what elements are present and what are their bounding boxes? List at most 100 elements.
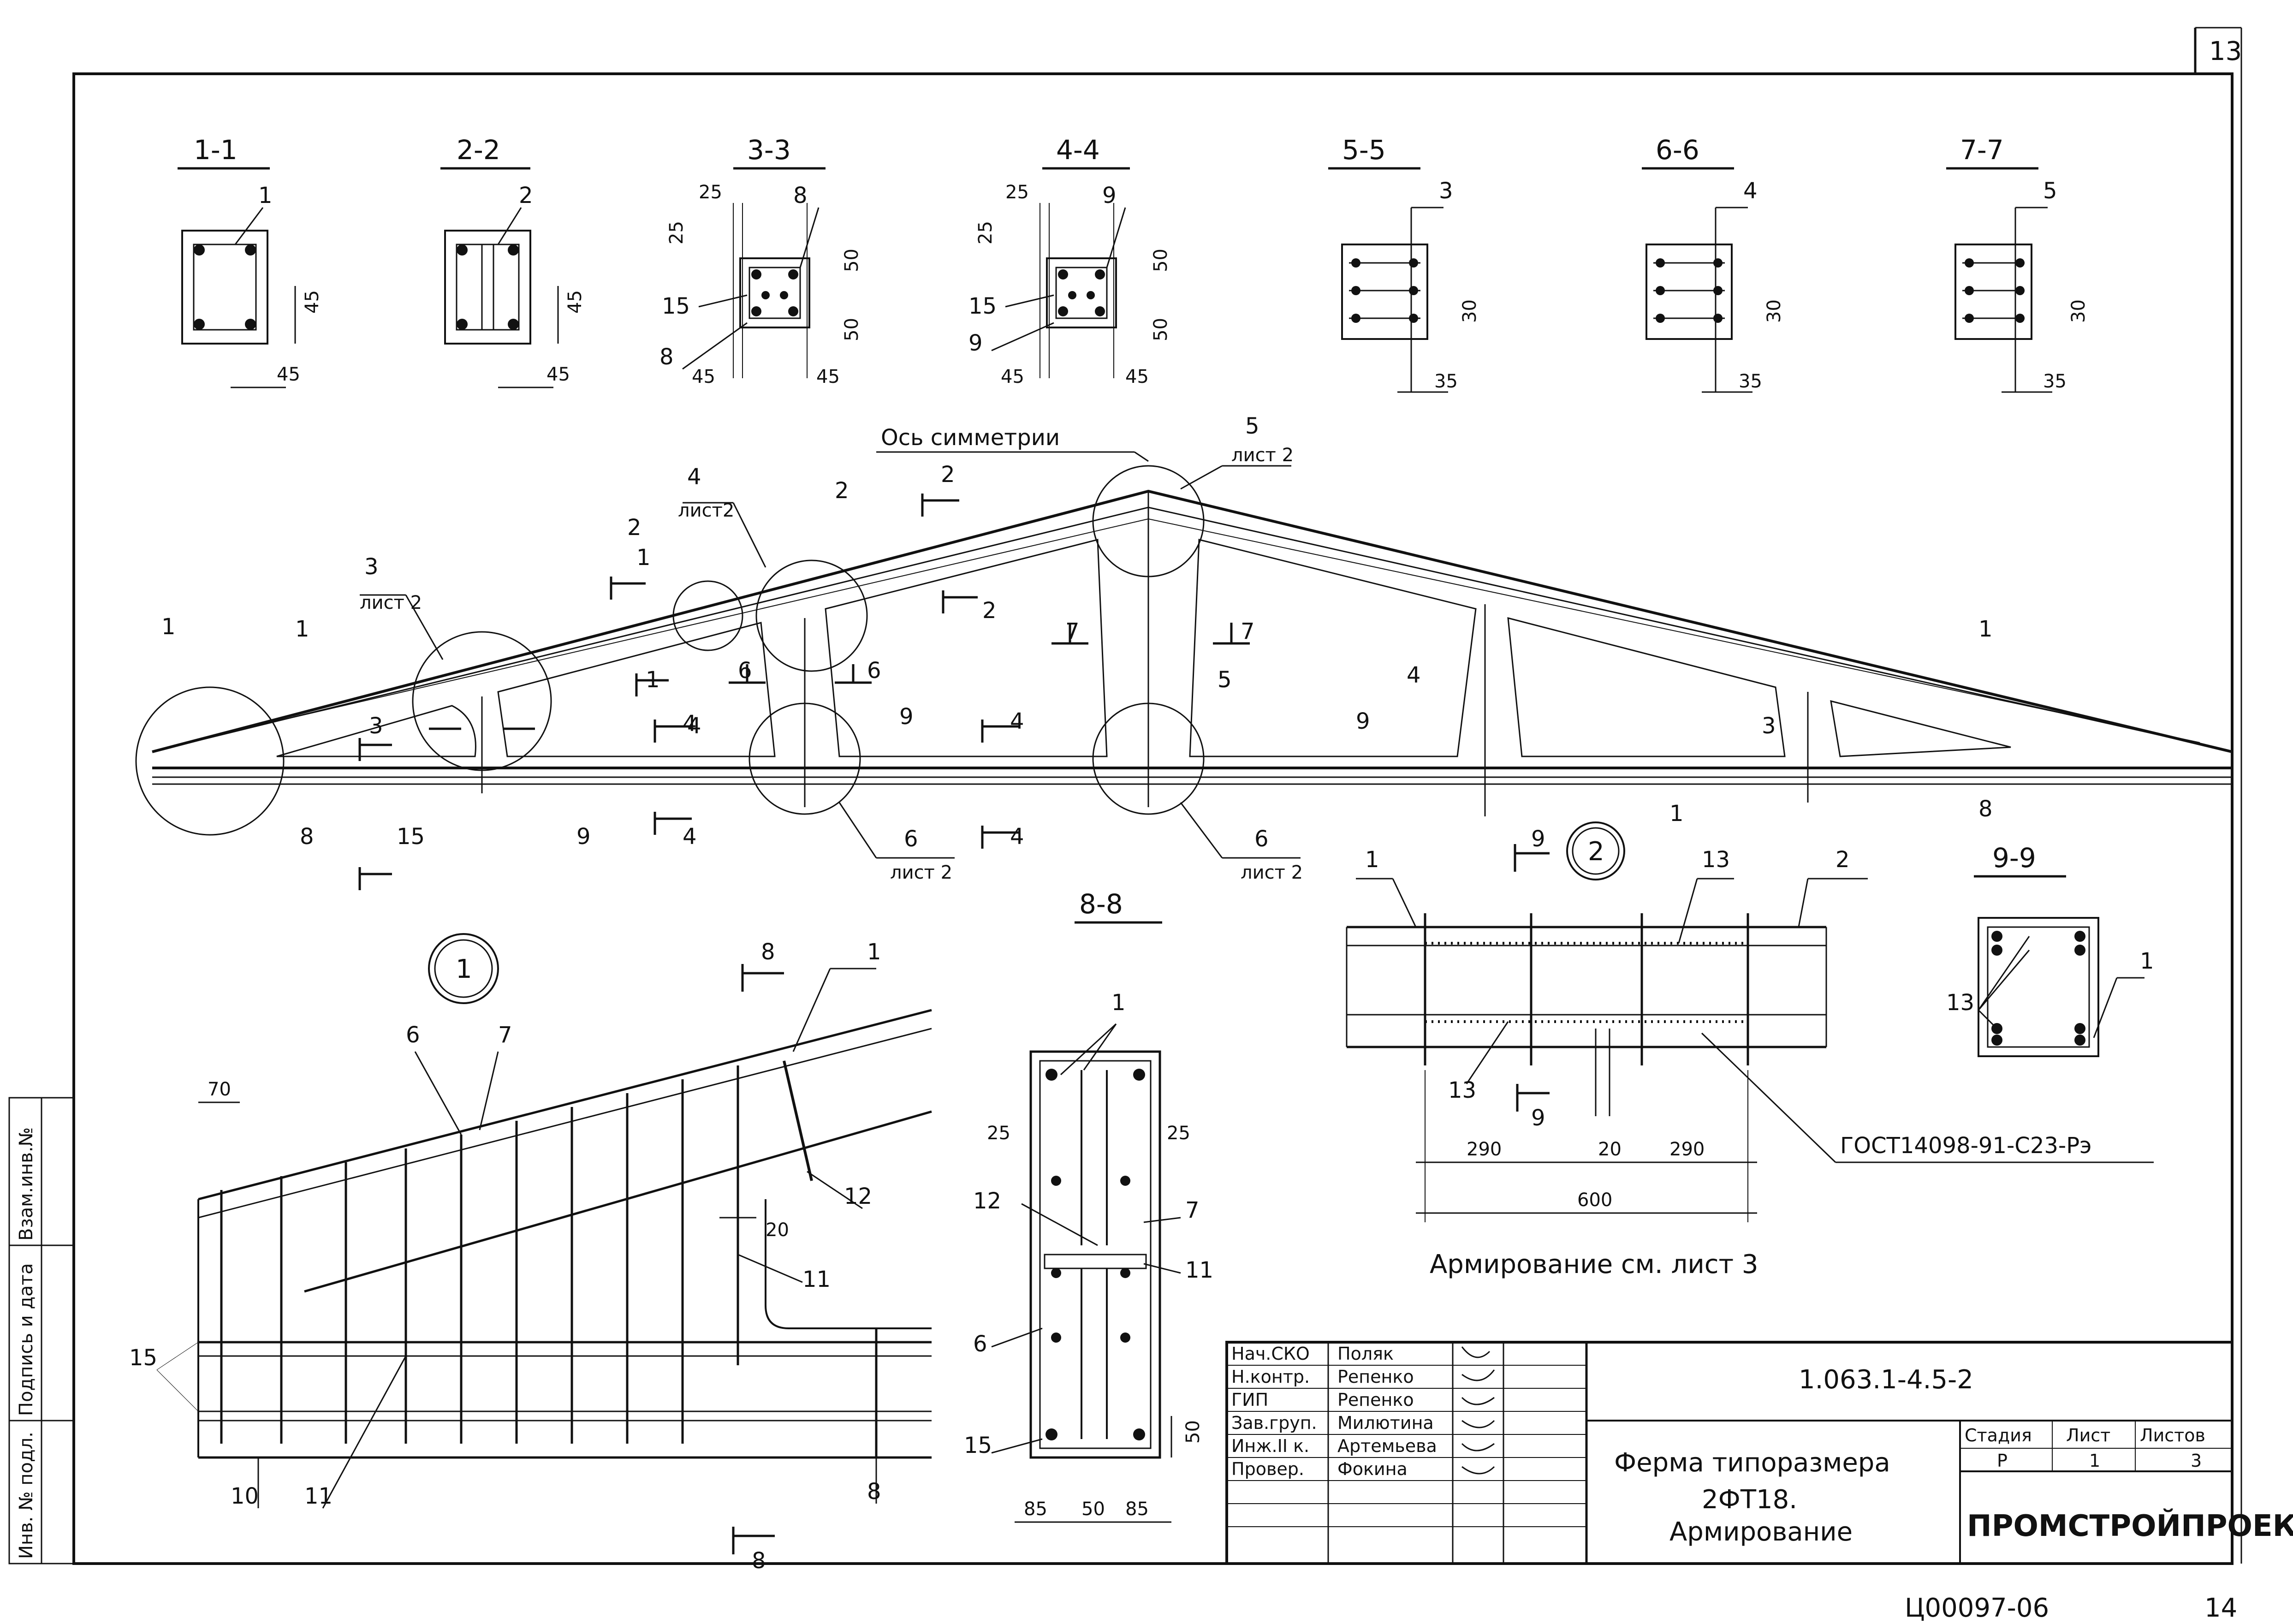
- section-6-6: 6-6 4 30 35: [1642, 134, 1785, 393]
- svg-text:9: 9: [899, 704, 914, 730]
- section-8-8-dim-25b: 25: [1167, 1123, 1190, 1144]
- section-9-9: [1974, 875, 2144, 1057]
- svg-text:4: 4: [683, 824, 697, 850]
- svg-text:9: 9: [1102, 183, 1117, 208]
- svg-text:2: 2: [835, 478, 849, 504]
- section-2-2: 2-2 2 45 45: [440, 134, 586, 388]
- detail-1-mark-1: 1: [867, 939, 881, 965]
- svg-text:4: 4: [687, 713, 701, 739]
- svg-text:4: 4: [1743, 178, 1758, 204]
- svg-text:Листов: Листов: [2140, 1425, 2205, 1446]
- detail-1: [156, 933, 932, 1554]
- svg-text:1: 1: [2089, 1451, 2100, 1471]
- svg-text:7: 7: [1065, 619, 1080, 644]
- svg-text:Репенко: Репенко: [1337, 1367, 1414, 1387]
- callout-6b-ref: лист 2: [1241, 862, 1303, 883]
- svg-text:2: 2: [627, 515, 642, 541]
- svg-text:35: 35: [1434, 371, 1458, 392]
- detail-2-mark-1: 1: [1365, 847, 1379, 873]
- detail-2-dim-290a: 290: [1467, 1139, 1502, 1160]
- section-8-8-mark-15: 15: [964, 1433, 992, 1458]
- svg-text:2: 2: [982, 598, 997, 624]
- svg-text:7-7: 7-7: [1960, 134, 2004, 166]
- detail-2-dim-600: 600: [1577, 1190, 1612, 1211]
- section-8-8-mark-11: 11: [1185, 1257, 1213, 1283]
- section-8-8-dim-85b: 85: [1125, 1499, 1149, 1520]
- svg-text:3: 3: [1439, 178, 1453, 204]
- svg-text:6: 6: [738, 658, 752, 684]
- svg-text:4: 4: [1407, 662, 1421, 688]
- detail-1-cut-top: 8: [761, 939, 775, 965]
- svg-text:50: 50: [841, 318, 862, 341]
- callout-6-ref: лист 2: [890, 862, 952, 883]
- archive-number: Ц00097-06: [1905, 1593, 2049, 1623]
- detail-1-mark-12: 12: [844, 1184, 872, 1209]
- svg-text:35: 35: [2043, 371, 2067, 392]
- svg-text:2-2: 2-2: [457, 134, 500, 166]
- section-9-9-mark-13: 13: [1946, 990, 1974, 1016]
- svg-text:45: 45: [1125, 366, 1149, 387]
- section-8-8-dim-50v: 50: [1182, 1420, 1204, 1444]
- detail-2-mark-2: 2: [1836, 847, 1850, 873]
- detail-1-dim-20: 20: [766, 1219, 789, 1241]
- reinforcement-note: Армирование см. лист 3: [1430, 1249, 1758, 1279]
- section-8-8-dots: [1046, 1069, 1145, 1440]
- section-1-1: 1-1 1 45 45: [178, 134, 323, 388]
- truss-bar-marks: 1 1 2 2 1 3 15 8 9 9 4 5 6 6 7 7 1 2 4 4…: [161, 462, 1993, 850]
- svg-text:25: 25: [975, 221, 996, 244]
- svg-text:45: 45: [816, 366, 840, 387]
- svg-text:9: 9: [1356, 708, 1370, 734]
- svg-text:15: 15: [968, 293, 997, 319]
- detail-2-dim-290b: 290: [1669, 1139, 1705, 1160]
- detail-1-mark-8: 8: [867, 1479, 881, 1505]
- section-3-3: 3-3 25 25 50 50 45 45 8 15 8: [659, 134, 862, 387]
- svg-text:Нач.СКО: Нач.СКО: [1231, 1344, 1310, 1364]
- detail-2: [1346, 821, 2154, 1222]
- section-8-8-mark-12: 12: [973, 1188, 1001, 1214]
- section-8-8: [991, 921, 1181, 1523]
- svg-text:45: 45: [564, 290, 586, 314]
- svg-text:4-4: 4-4: [1056, 134, 1100, 166]
- svg-text:ПРОМСТРОЙПРОЕКТ: ПРОМСТРОЙПРОЕКТ: [1967, 1508, 2293, 1543]
- svg-text:9: 9: [576, 824, 591, 850]
- svg-text:8: 8: [300, 824, 314, 850]
- svg-text:4: 4: [1010, 708, 1024, 734]
- section-8-8-dim-85a: 85: [1024, 1499, 1047, 1520]
- svg-text:8: 8: [1978, 796, 1993, 822]
- svg-text:30: 30: [2068, 299, 2089, 323]
- svg-text:1.063.1-4.5-2: 1.063.1-4.5-2: [1799, 1365, 1973, 1395]
- stamp-inv-label: Инв. № подл.: [16, 1432, 37, 1559]
- svg-text:45: 45: [547, 364, 570, 385]
- svg-text:1: 1: [636, 545, 651, 571]
- section-9-9-dots: [1991, 931, 2085, 1046]
- title-block: [1225, 1341, 2234, 1565]
- detail-1-mark-11: 11: [802, 1267, 831, 1292]
- truss-callouts: [360, 465, 1301, 859]
- svg-text:Стадия: Стадия: [1965, 1425, 2032, 1446]
- svg-text:45: 45: [302, 290, 323, 314]
- svg-text:6-6: 6-6: [1656, 134, 1699, 166]
- detail-2-dim-20: 20: [1598, 1139, 1622, 1160]
- truss-elevation: [135, 451, 2233, 836]
- svg-text:25: 25: [699, 182, 722, 203]
- svg-text:1: 1: [258, 183, 273, 208]
- sheet-number: 13: [2209, 36, 2242, 66]
- svg-text:30: 30: [1764, 299, 1785, 323]
- svg-text:3: 3: [2191, 1451, 2202, 1471]
- svg-text:2: 2: [519, 183, 533, 208]
- svg-text:Лист: Лист: [2066, 1425, 2110, 1446]
- svg-text:5: 5: [1218, 667, 1232, 693]
- callout-5-ref: лист 2: [1231, 445, 1294, 466]
- callout-6b-num: 6: [1254, 826, 1269, 852]
- svg-text:Провер.: Провер.: [1231, 1459, 1304, 1479]
- left-stamp: [8, 1097, 75, 1565]
- detail-2-mark-13: 13: [1702, 847, 1730, 873]
- svg-text:ГИП: ГИП: [1231, 1390, 1268, 1410]
- callout-6-num: 6: [904, 826, 918, 852]
- svg-text:3: 3: [369, 713, 383, 739]
- svg-text:45: 45: [1001, 366, 1024, 387]
- section-cut-marks: [358, 494, 1250, 890]
- callout-4-num: 4: [687, 464, 701, 490]
- svg-text:2: 2: [941, 462, 955, 488]
- svg-text:45: 45: [277, 364, 300, 385]
